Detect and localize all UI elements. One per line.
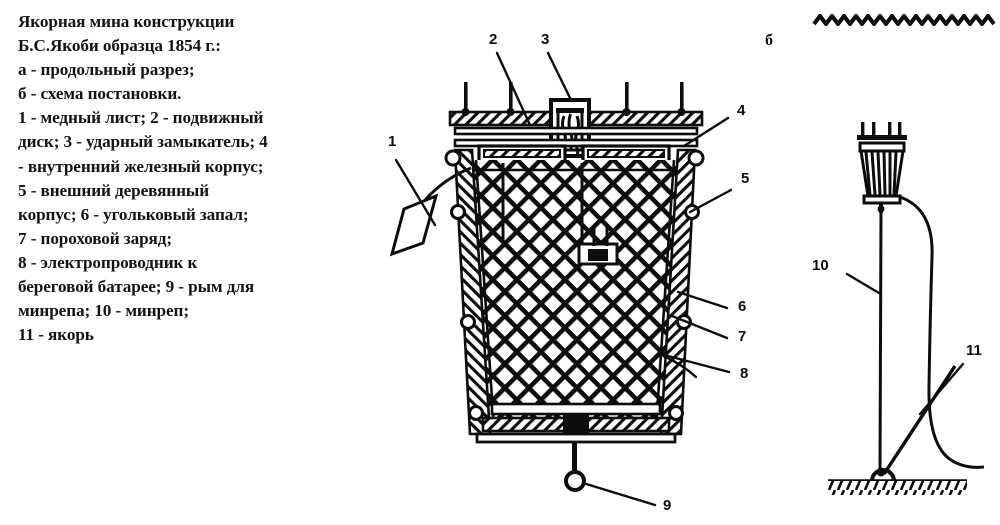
callout-7: 7 <box>738 328 746 345</box>
callout-1: 1 <box>388 133 396 150</box>
caption-line: 5 - внешний деревянный <box>18 180 210 200</box>
caption-line: 7 - пороховой заряд; <box>18 228 172 248</box>
seabed <box>828 479 967 495</box>
conductor-lead <box>664 355 698 379</box>
bottom-plate <box>475 402 677 444</box>
lid-rods <box>464 82 684 116</box>
callout-leaders-a <box>394 51 733 507</box>
callout-10: 10 <box>812 257 829 274</box>
moored-mine <box>857 122 907 213</box>
callout-leaders-b <box>845 272 965 416</box>
figure-caption: Якорная мина конструкции Б.С.Якоби образ… <box>18 10 358 347</box>
caption-line: береговой батарее; 9 - рым для <box>18 277 255 297</box>
mooring-rope <box>878 210 883 473</box>
mine-section-drawing <box>389 82 705 492</box>
callout-5: 5 <box>741 170 749 187</box>
inner-iron-case <box>474 159 676 429</box>
carbon-igniter <box>577 226 619 266</box>
case-hoop-rings <box>444 149 705 421</box>
caption-line: - внутренний железный корпус; <box>18 156 264 176</box>
shore-conductor <box>899 195 985 469</box>
upper-deck <box>453 126 699 148</box>
inner-chamber-boxes <box>477 144 671 164</box>
callout-4: 4 <box>737 102 746 119</box>
caption-line: корпус; 6 - угольковый запал; <box>18 204 249 224</box>
callout-labels-a: 1 2 3 4 5 6 7 8 9 <box>388 31 749 514</box>
callout-9: 9 <box>663 497 671 514</box>
callout-3: 3 <box>541 31 549 48</box>
mooring-eye <box>564 441 586 492</box>
water-surface-line <box>812 14 996 26</box>
panel-letter-b: б <box>765 32 773 49</box>
caption-line: диск; 3 - ударный замыкатель; 4 <box>18 132 268 152</box>
caption-line: Якорная мина конструкции <box>18 12 235 31</box>
caption-line: а - продольный разрез; <box>18 60 195 80</box>
caption-line: 8 - электропроводник к <box>18 252 198 272</box>
mooring-scheme-drawing <box>812 14 996 495</box>
callout-6: 6 <box>738 298 746 315</box>
anchor <box>870 365 957 482</box>
caption-line: 1 - медный лист; 2 - подвижный <box>18 108 264 128</box>
caption-line: минрепа; 10 - минреп; <box>18 301 189 321</box>
caption-line: 11 - якорь <box>18 325 94 345</box>
caption-line: б - схема постановки. <box>18 84 182 104</box>
callout-8: 8 <box>740 365 748 382</box>
callout-11: 11 <box>966 342 982 359</box>
caption-line: Б.С.Якоби образца 1854 г.: <box>18 36 221 56</box>
callout-2: 2 <box>489 31 497 48</box>
